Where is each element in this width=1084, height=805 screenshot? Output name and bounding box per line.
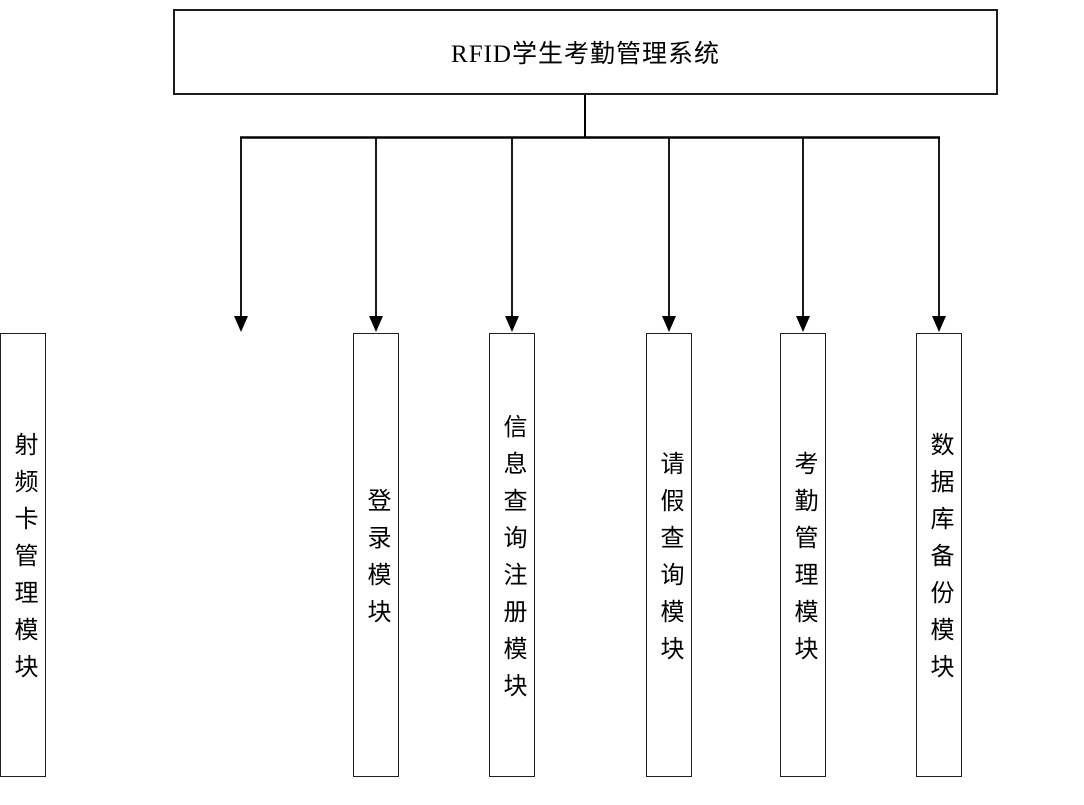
module-label: 登录模块	[363, 487, 389, 636]
arrow-down-icon	[796, 316, 810, 332]
root-node-label: RFID学生考勤管理系统	[451, 41, 720, 68]
arrow-down-icon	[932, 316, 946, 332]
module-label: 考勤管理模块	[790, 450, 816, 673]
module-box-attendance-management: 考勤管理模块	[780, 333, 826, 777]
module-box-info-query-register: 信息查询注册模块	[489, 333, 535, 777]
module-box-database-backup: 数据库备份模块	[916, 333, 962, 777]
arrow-down-icon	[505, 316, 519, 332]
module-box-leave-query: 请假查询模块	[646, 333, 692, 777]
module-label: 信息查询注册模块	[499, 413, 525, 710]
module-box-rfid-card-management: 射频卡管理模块	[0, 333, 46, 777]
root-node: RFID学生考勤管理系统	[173, 9, 998, 95]
module-label: 射频卡管理模块	[10, 432, 36, 691]
module-box-login: 登录模块	[353, 333, 399, 777]
arrow-down-icon	[662, 316, 676, 332]
arrow-down-icon	[369, 316, 383, 332]
module-label: 请假查询模块	[656, 450, 682, 673]
module-label: 数据库备份模块	[926, 432, 952, 691]
arrow-down-icon	[234, 316, 248, 332]
